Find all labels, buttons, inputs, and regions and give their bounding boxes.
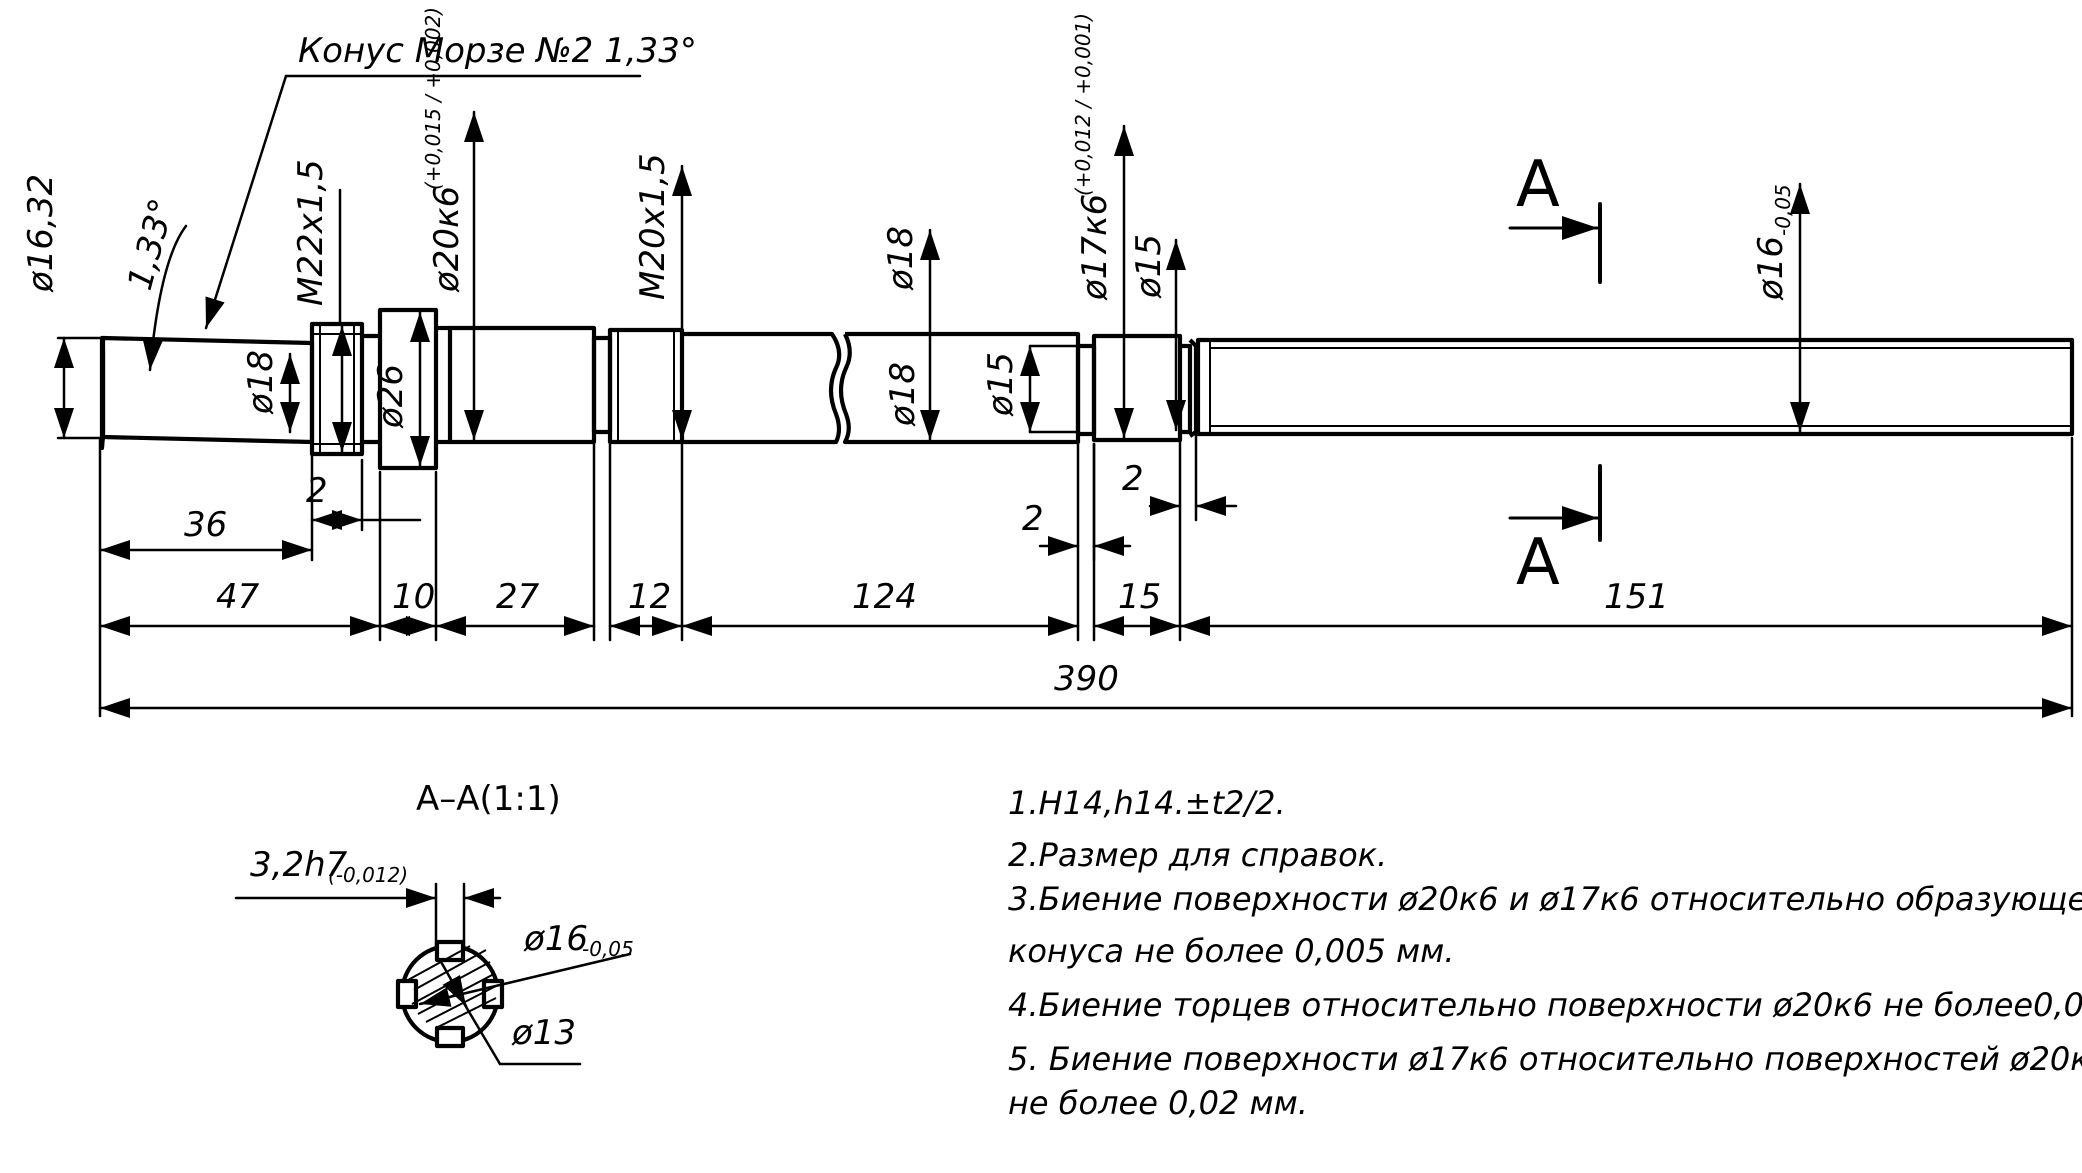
splined-shaft-d16	[1195, 337, 2075, 437]
section-letter-bottom: A	[1516, 526, 1560, 600]
dim-10: 10	[392, 577, 435, 617]
diam-18-inner: ø18	[241, 350, 281, 415]
dim-2-d15: 2	[1122, 459, 1144, 499]
diam-d17-tol: (+0,012 / +0,001)	[1071, 13, 1095, 196]
diam-18-mid: ø18	[883, 362, 923, 427]
dim-2-thread: 2	[306, 471, 328, 511]
journal-d17	[1091, 333, 1183, 443]
diam-d20-label: ø20к6	[427, 186, 467, 293]
section-d16-tol: -0,05	[582, 937, 634, 961]
dim-12: 12	[628, 577, 671, 617]
diam-d17-label: ø17к6	[1075, 194, 1115, 301]
journal-d20	[447, 325, 597, 445]
thread-m20	[607, 327, 685, 445]
dim-36: 36	[184, 505, 227, 545]
dim-151: 151	[1604, 577, 1669, 617]
diam-taper-end: ø16,32	[21, 174, 61, 293]
dim-2-d17: 2	[1022, 499, 1044, 539]
diam-15-inner: ø15	[981, 352, 1021, 417]
technical-notes: 1.H14,h14.±t2/2. 2.Размер для справок. 3…	[1008, 784, 2082, 1122]
note-5-cont: не более 0,02 мм.	[1008, 1084, 1308, 1122]
section-width: 3,2h7	[250, 845, 348, 885]
section-marks	[1508, 202, 1602, 542]
thread-m20-label: M20x1,5	[633, 153, 673, 300]
thread-m22	[309, 321, 365, 457]
thread-m22-label: M22x1,5	[291, 159, 331, 306]
diam-16-tol: -0,05	[1771, 184, 1795, 236]
section-d16: ø16	[523, 919, 588, 959]
dim-47: 47	[216, 577, 260, 617]
section-width-tol: (-0,012)	[328, 863, 408, 887]
note-4: 4.Биение торцев относительно поверхности…	[1008, 986, 2082, 1024]
note-3-cont: конуса не более 0,005 мм.	[1008, 932, 1454, 970]
dim-27: 27	[496, 577, 540, 617]
angle-label: 1,33°	[120, 194, 183, 294]
shaft-d18-right	[838, 331, 1081, 445]
diam-18-top: ø18	[881, 226, 921, 291]
dim-124: 124	[852, 577, 917, 617]
section-d13: ø13	[511, 1013, 576, 1053]
note-1: 1.H14,h14.±t2/2.	[1008, 784, 1286, 822]
dimension-lines	[54, 74, 2074, 718]
collar-d26	[377, 307, 439, 471]
dim-390: 390	[1054, 659, 1119, 699]
note-2: 2.Размер для справок.	[1008, 836, 1387, 874]
shaft-outline	[99, 307, 2075, 471]
section-view	[234, 882, 632, 1066]
note-5: 5. Биение поверхности ø17к6 относительно…	[1008, 1040, 2082, 1078]
diam-26: ø26	[371, 364, 411, 429]
section-letter-top: A	[1516, 148, 1560, 222]
labels: Конус Морзе №2 1,33° 1,33° ø16,32 M22x1,…	[21, 7, 2082, 1122]
section-title: A–A(1:1)	[416, 779, 561, 819]
taper-title: Конус Морзе №2 1,33°	[298, 31, 697, 71]
diam-15-top: ø15	[1129, 234, 1169, 299]
note-3: 3.Биение поверхности ø20к6 и ø17к6 относ…	[1008, 880, 2082, 918]
shaft-d18-left	[682, 331, 842, 445]
diam-d20-tol: (+0,015 / +0,002)	[421, 7, 445, 190]
dim-15: 15	[1118, 577, 1161, 617]
diam-16-main: ø16	[1751, 236, 1791, 301]
